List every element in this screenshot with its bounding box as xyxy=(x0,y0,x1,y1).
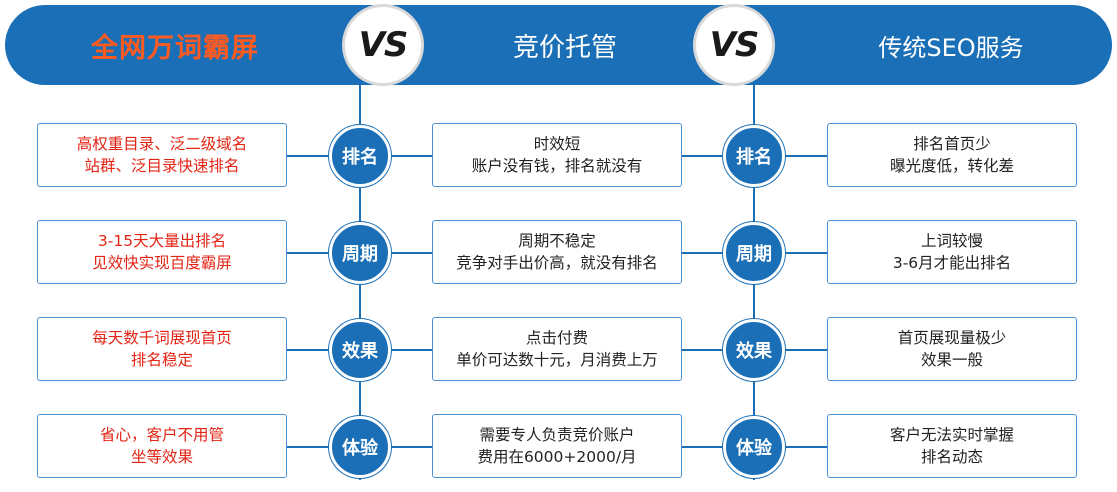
wanci-effect-box: 每天数千词展现首页 排名稳定 xyxy=(37,317,287,381)
cycle-label: 周期 xyxy=(342,244,378,265)
h-connector xyxy=(287,446,332,448)
box-line: 竞争对手出价高，就没有排名 xyxy=(456,254,658,272)
header-col-wanci: 全网万词霸屏 xyxy=(5,5,345,85)
ranking-label: 排名 xyxy=(342,147,378,168)
effect-badge-right: 效果 xyxy=(723,319,785,381)
ranking-label: 排名 xyxy=(736,147,772,168)
effect-badge-left: 效果 xyxy=(329,319,391,381)
h-connector xyxy=(389,349,433,351)
box-line: 坐等效果 xyxy=(130,448,193,466)
experience-badge-right: 体验 xyxy=(723,416,785,478)
h-connector xyxy=(682,446,726,448)
header-bar xyxy=(5,5,1112,85)
cycle-badge-left: 周期 xyxy=(329,222,391,284)
box-line: 单价可达数十元，月消费上万 xyxy=(456,351,658,369)
seo-cycle-box: 上词较慢 3-6月才能出排名 xyxy=(827,220,1077,284)
header-col-seo: 传统SEO服务 xyxy=(790,5,1112,85)
experience-badge-left: 体验 xyxy=(329,416,391,478)
h-connector xyxy=(682,349,726,351)
box-line: 需要专人负责竞价账户 xyxy=(479,426,635,444)
box-line: 高权重目录、泛二级域名 xyxy=(76,135,248,153)
header-title-jingjia: 竞价托管 xyxy=(512,32,617,63)
h-connector xyxy=(783,155,827,157)
vs-badge-1: VS xyxy=(342,4,424,86)
h-connector xyxy=(682,252,726,254)
effect-label: 效果 xyxy=(342,341,378,362)
box-line: 首页展现量极少 xyxy=(897,329,1007,347)
experience-label: 体验 xyxy=(342,438,378,459)
header-col-jingjia: 竞价托管 xyxy=(440,5,690,85)
h-connector xyxy=(389,252,433,254)
jingjia-effect-box: 点击付费 单价可达数十元，月消费上万 xyxy=(432,317,682,381)
jingjia-ranking-box: 时效短 账户没有钱，排名就没有 xyxy=(432,123,682,187)
box-line: 排名稳定 xyxy=(130,351,193,369)
cycle-label: 周期 xyxy=(736,244,772,265)
box-line: 3-6月才能出排名 xyxy=(892,254,1012,272)
box-line: 曝光度低，转化差 xyxy=(889,157,1014,175)
box-line: 省心，客户不用管 xyxy=(99,426,224,444)
wanci-ranking-box: 高权重目录、泛二级域名 站群、泛目录快速排名 xyxy=(37,123,287,187)
box-line: 每天数千词展现首页 xyxy=(92,329,232,347)
seo-experience-box: 客户无法实时掌握 排名动态 xyxy=(827,414,1077,478)
h-connector xyxy=(389,155,433,157)
box-line: 账户没有钱，排名就没有 xyxy=(471,157,643,175)
h-connector xyxy=(682,155,726,157)
h-connector xyxy=(783,349,827,351)
experience-label: 体验 xyxy=(736,438,772,459)
box-line: 效果一般 xyxy=(920,351,983,369)
seo-effect-box: 首页展现量极少 效果一般 xyxy=(827,317,1077,381)
ranking-badge-left: 排名 xyxy=(329,125,391,187)
box-line: 3-15天大量出排名 xyxy=(97,232,227,250)
vs-label-1: VS xyxy=(358,25,409,65)
jingjia-cycle-box: 周期不稳定 竞争对手出价高，就没有排名 xyxy=(432,220,682,284)
h-connector xyxy=(389,446,433,448)
effect-label: 效果 xyxy=(736,341,772,362)
vs-label-2: VS xyxy=(709,25,760,65)
box-line: 费用在6000+2000/月 xyxy=(477,448,637,466)
h-connector xyxy=(783,252,827,254)
wanci-cycle-box: 3-15天大量出排名 见效快实现百度霸屏 xyxy=(37,220,287,284)
box-line: 客户无法实时掌握 xyxy=(889,426,1014,444)
seo-ranking-box: 排名首页少 曝光度低，转化差 xyxy=(827,123,1077,187)
cycle-badge-right: 周期 xyxy=(723,222,785,284)
box-line: 排名动态 xyxy=(920,448,983,466)
header-title-seo: 传统SEO服务 xyxy=(878,33,1024,62)
h-connector xyxy=(783,446,827,448)
box-line: 时效短 xyxy=(533,135,581,153)
ranking-badge-right: 排名 xyxy=(723,125,785,187)
box-line: 站群、泛目录快速排名 xyxy=(84,157,240,175)
wanci-experience-box: 省心，客户不用管 坐等效果 xyxy=(37,414,287,478)
jingjia-experience-box: 需要专人负责竞价账户 费用在6000+2000/月 xyxy=(432,414,682,478)
h-connector xyxy=(287,155,332,157)
box-line: 点击付费 xyxy=(525,329,588,347)
h-connector xyxy=(287,349,332,351)
box-line: 周期不稳定 xyxy=(518,232,596,250)
box-line: 见效快实现百度霸屏 xyxy=(92,254,232,272)
box-line: 上词较慢 xyxy=(920,232,983,250)
box-line: 排名首页少 xyxy=(913,135,991,153)
vs-badge-2: VS xyxy=(693,4,775,86)
h-connector xyxy=(287,252,332,254)
header-title-wanci: 全网万词霸屏 xyxy=(91,32,259,64)
